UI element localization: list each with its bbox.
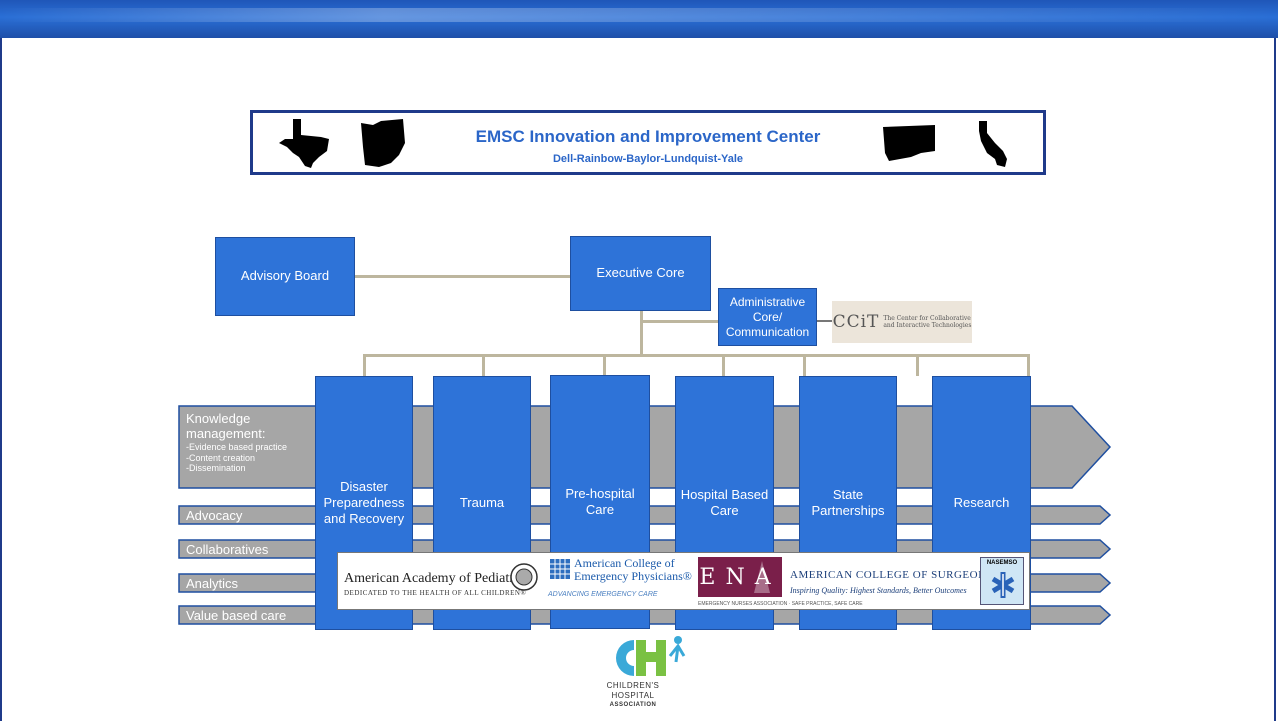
acep-line-1: American College of — [574, 556, 675, 570]
acep-grid-icon — [550, 559, 570, 579]
acs-tagline: Inspiring Quality: Highest Standards, Be… — [790, 586, 967, 595]
pillar-state-line-2: Partnerships — [811, 503, 885, 518]
pillar-disaster-line-2: Preparedness — [323, 494, 405, 510]
pillar-disaster-line-1: Disaster — [340, 478, 388, 494]
pillar-disaster-line-3: and Recovery — [323, 511, 405, 527]
advisory-board-label: Advisory Board — [240, 268, 330, 284]
ccit-connector — [817, 320, 832, 322]
pillar-research-label: Research — [953, 494, 1010, 510]
ccit-logo-line-1: The Center for Collaborative — [883, 314, 971, 322]
header-title: EMSC Innovation and Improvement Center — [475, 127, 821, 146]
km-item-3: -Dissemination — [186, 463, 246, 474]
texas-icon — [279, 119, 329, 168]
bracket-tick-4 — [722, 354, 725, 376]
km-title-1: Knowledge — [186, 411, 251, 426]
acs-logo-text: AMERICAN COLLEGE OF SURGEONS — [790, 569, 994, 581]
bracket-tick-6 — [916, 354, 919, 376]
partner-logos: American Academy of Pediatrics DEDICATED… — [337, 552, 1030, 610]
acep-line-2: Emergency Physicians® — [574, 568, 692, 583]
bracket-tick-2 — [482, 354, 485, 378]
ena-logo — [698, 557, 782, 597]
collaboratives-label: Collaboratives — [186, 542, 269, 557]
star-of-life-icon — [991, 572, 1015, 598]
km-item-2: -Content creation — [186, 452, 256, 463]
cha-line-1: CHILDREN'S — [606, 681, 660, 690]
bracket-tick-5 — [803, 354, 806, 376]
connecticut-icon — [883, 125, 935, 161]
pillar-hospital-line-1: Hospital Based — [680, 486, 769, 502]
value-based-care-label: Value based care — [186, 608, 287, 623]
acep-logo-text: American College of Emergency Physicians… — [574, 557, 692, 582]
bracket-tick-7 — [1027, 354, 1030, 376]
admin-connector — [640, 320, 718, 323]
knowledge-management-label: Knowledge management: -Evidence based pr… — [186, 411, 288, 474]
executive-core-box: Executive Core — [570, 236, 711, 311]
ohio-icon — [361, 119, 405, 167]
advisory-board-box: Advisory Board — [215, 237, 355, 316]
advocacy-label: Advocacy — [186, 508, 243, 523]
admin-line-2: Core/ — [752, 309, 783, 324]
header-box: EMSC Innovation and Improvement Center D… — [250, 110, 1046, 175]
pillar-bracket — [363, 354, 1030, 357]
pillar-hospital-line-2: Care — [710, 503, 739, 518]
california-icon — [979, 121, 1007, 167]
ena-tagline: EMERGENCY NURSES ASSOCIATION · SAFE PRAC… — [698, 601, 863, 607]
pillar-prehospital-line-2: Care — [585, 502, 615, 517]
admin-line-1: Administrative — [729, 294, 806, 309]
administrative-core-box: Administrative Core/ Communication — [718, 288, 817, 346]
acep-tagline: ADVANCING EMERGENCY CARE — [548, 591, 658, 598]
cha-logo-mark — [616, 636, 686, 676]
bracket-tick-3 — [603, 354, 606, 376]
pillar-prehospital-line-1: Pre-hospital — [565, 485, 635, 501]
aap-seal-icon — [510, 563, 538, 591]
analytics-label: Analytics — [186, 576, 239, 591]
nasemso-logo: NASEMSO — [980, 557, 1024, 605]
executive-down-connector — [640, 311, 643, 356]
header-subtitle: Dell-Rainbow-Baylor-Lundquist-Yale — [552, 153, 744, 165]
km-item-1: -Evidence based practice — [186, 441, 288, 452]
slide-top-banner — [0, 0, 1278, 38]
pillar-trauma-label: Trauma — [459, 494, 505, 510]
bracket-tick-1 — [363, 354, 366, 378]
admin-line-3: Communication — [725, 324, 810, 339]
ena-logo-text: ENA — [699, 564, 781, 590]
ccit-logo: CCiT The Center for Collaborative and In… — [832, 301, 972, 343]
ccit-logo-mark: CCiT — [832, 312, 880, 332]
aap-logo-tagline: DEDICATED TO THE HEALTH OF ALL CHILDREN® — [344, 589, 527, 597]
nasemso-logo-text: NASEMSO — [986, 560, 1018, 566]
pillar-state-line-1: State — [832, 486, 864, 502]
advisory-connector — [355, 275, 570, 278]
aap-logo-text: American Academy of Pediatrics — [344, 571, 530, 586]
executive-core-label: Executive Core — [596, 265, 685, 281]
ccit-logo-line-2: and Interactive Technologies — [883, 322, 972, 329]
km-title-2: management: — [186, 425, 266, 441]
cha-line-2: HOSPITAL — [611, 691, 655, 700]
cha-line-3: ASSOCIATION — [609, 702, 657, 708]
